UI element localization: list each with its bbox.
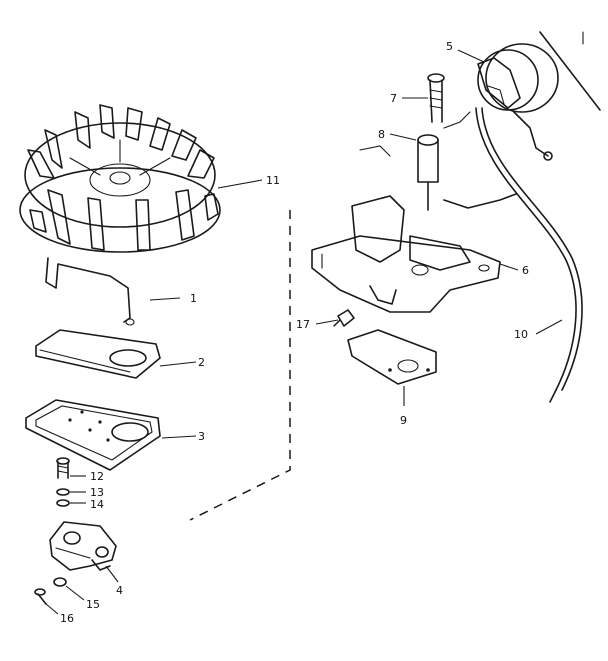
callout-16: 16 xyxy=(60,612,74,625)
leader-lines xyxy=(45,49,563,615)
callout-10: 10 xyxy=(514,328,528,341)
breaker-assembly-part-6 xyxy=(311,145,517,313)
wire-end xyxy=(549,389,557,403)
callout-11: 11 xyxy=(266,174,280,187)
callout-15: 15 xyxy=(86,598,100,611)
wire-part-10 xyxy=(475,107,577,391)
wire-part-10-edge xyxy=(481,107,583,391)
callout-2: 2 xyxy=(198,356,205,369)
plate-part-9 xyxy=(347,329,437,385)
callout-12: 12 xyxy=(90,470,104,483)
condenser-part-8 xyxy=(417,111,471,211)
lockwasher-part-13 xyxy=(56,488,70,496)
washer-part-15 xyxy=(53,577,67,587)
callout-3: 3 xyxy=(198,430,205,443)
callout-1: 1 xyxy=(190,292,197,305)
flywheel xyxy=(19,104,221,253)
screw-part-7 xyxy=(427,73,445,123)
bracket-hole xyxy=(125,318,135,326)
actuator-part-4 xyxy=(49,521,117,571)
callout-labels: 1 2 3 4 5 6 7 8 9 10 11 12 13 14 15 16 1… xyxy=(60,40,529,625)
page-edge-line xyxy=(539,31,601,111)
callout-13: 13 xyxy=(90,486,104,499)
callout-17: 17 xyxy=(296,318,310,331)
washer-part-14 xyxy=(56,499,70,507)
assembly-dashed-line-2 xyxy=(329,319,341,331)
callout-14: 14 xyxy=(90,498,104,511)
callout-4: 4 xyxy=(116,584,123,597)
callout-8: 8 xyxy=(378,128,385,141)
coil-part-5 xyxy=(477,43,559,161)
screw-part-12 xyxy=(56,457,70,479)
assembly-dashed-line xyxy=(189,210,291,521)
screw-part-16 xyxy=(34,588,47,605)
clip-part-17 xyxy=(337,309,355,327)
bracket-part-1 xyxy=(45,257,131,323)
gasket-part-3 xyxy=(25,399,161,471)
callout-6: 6 xyxy=(522,264,529,277)
callout-9: 9 xyxy=(400,414,407,427)
callout-5: 5 xyxy=(446,40,453,53)
callout-7: 7 xyxy=(390,92,397,105)
plate-part-2 xyxy=(35,329,161,379)
